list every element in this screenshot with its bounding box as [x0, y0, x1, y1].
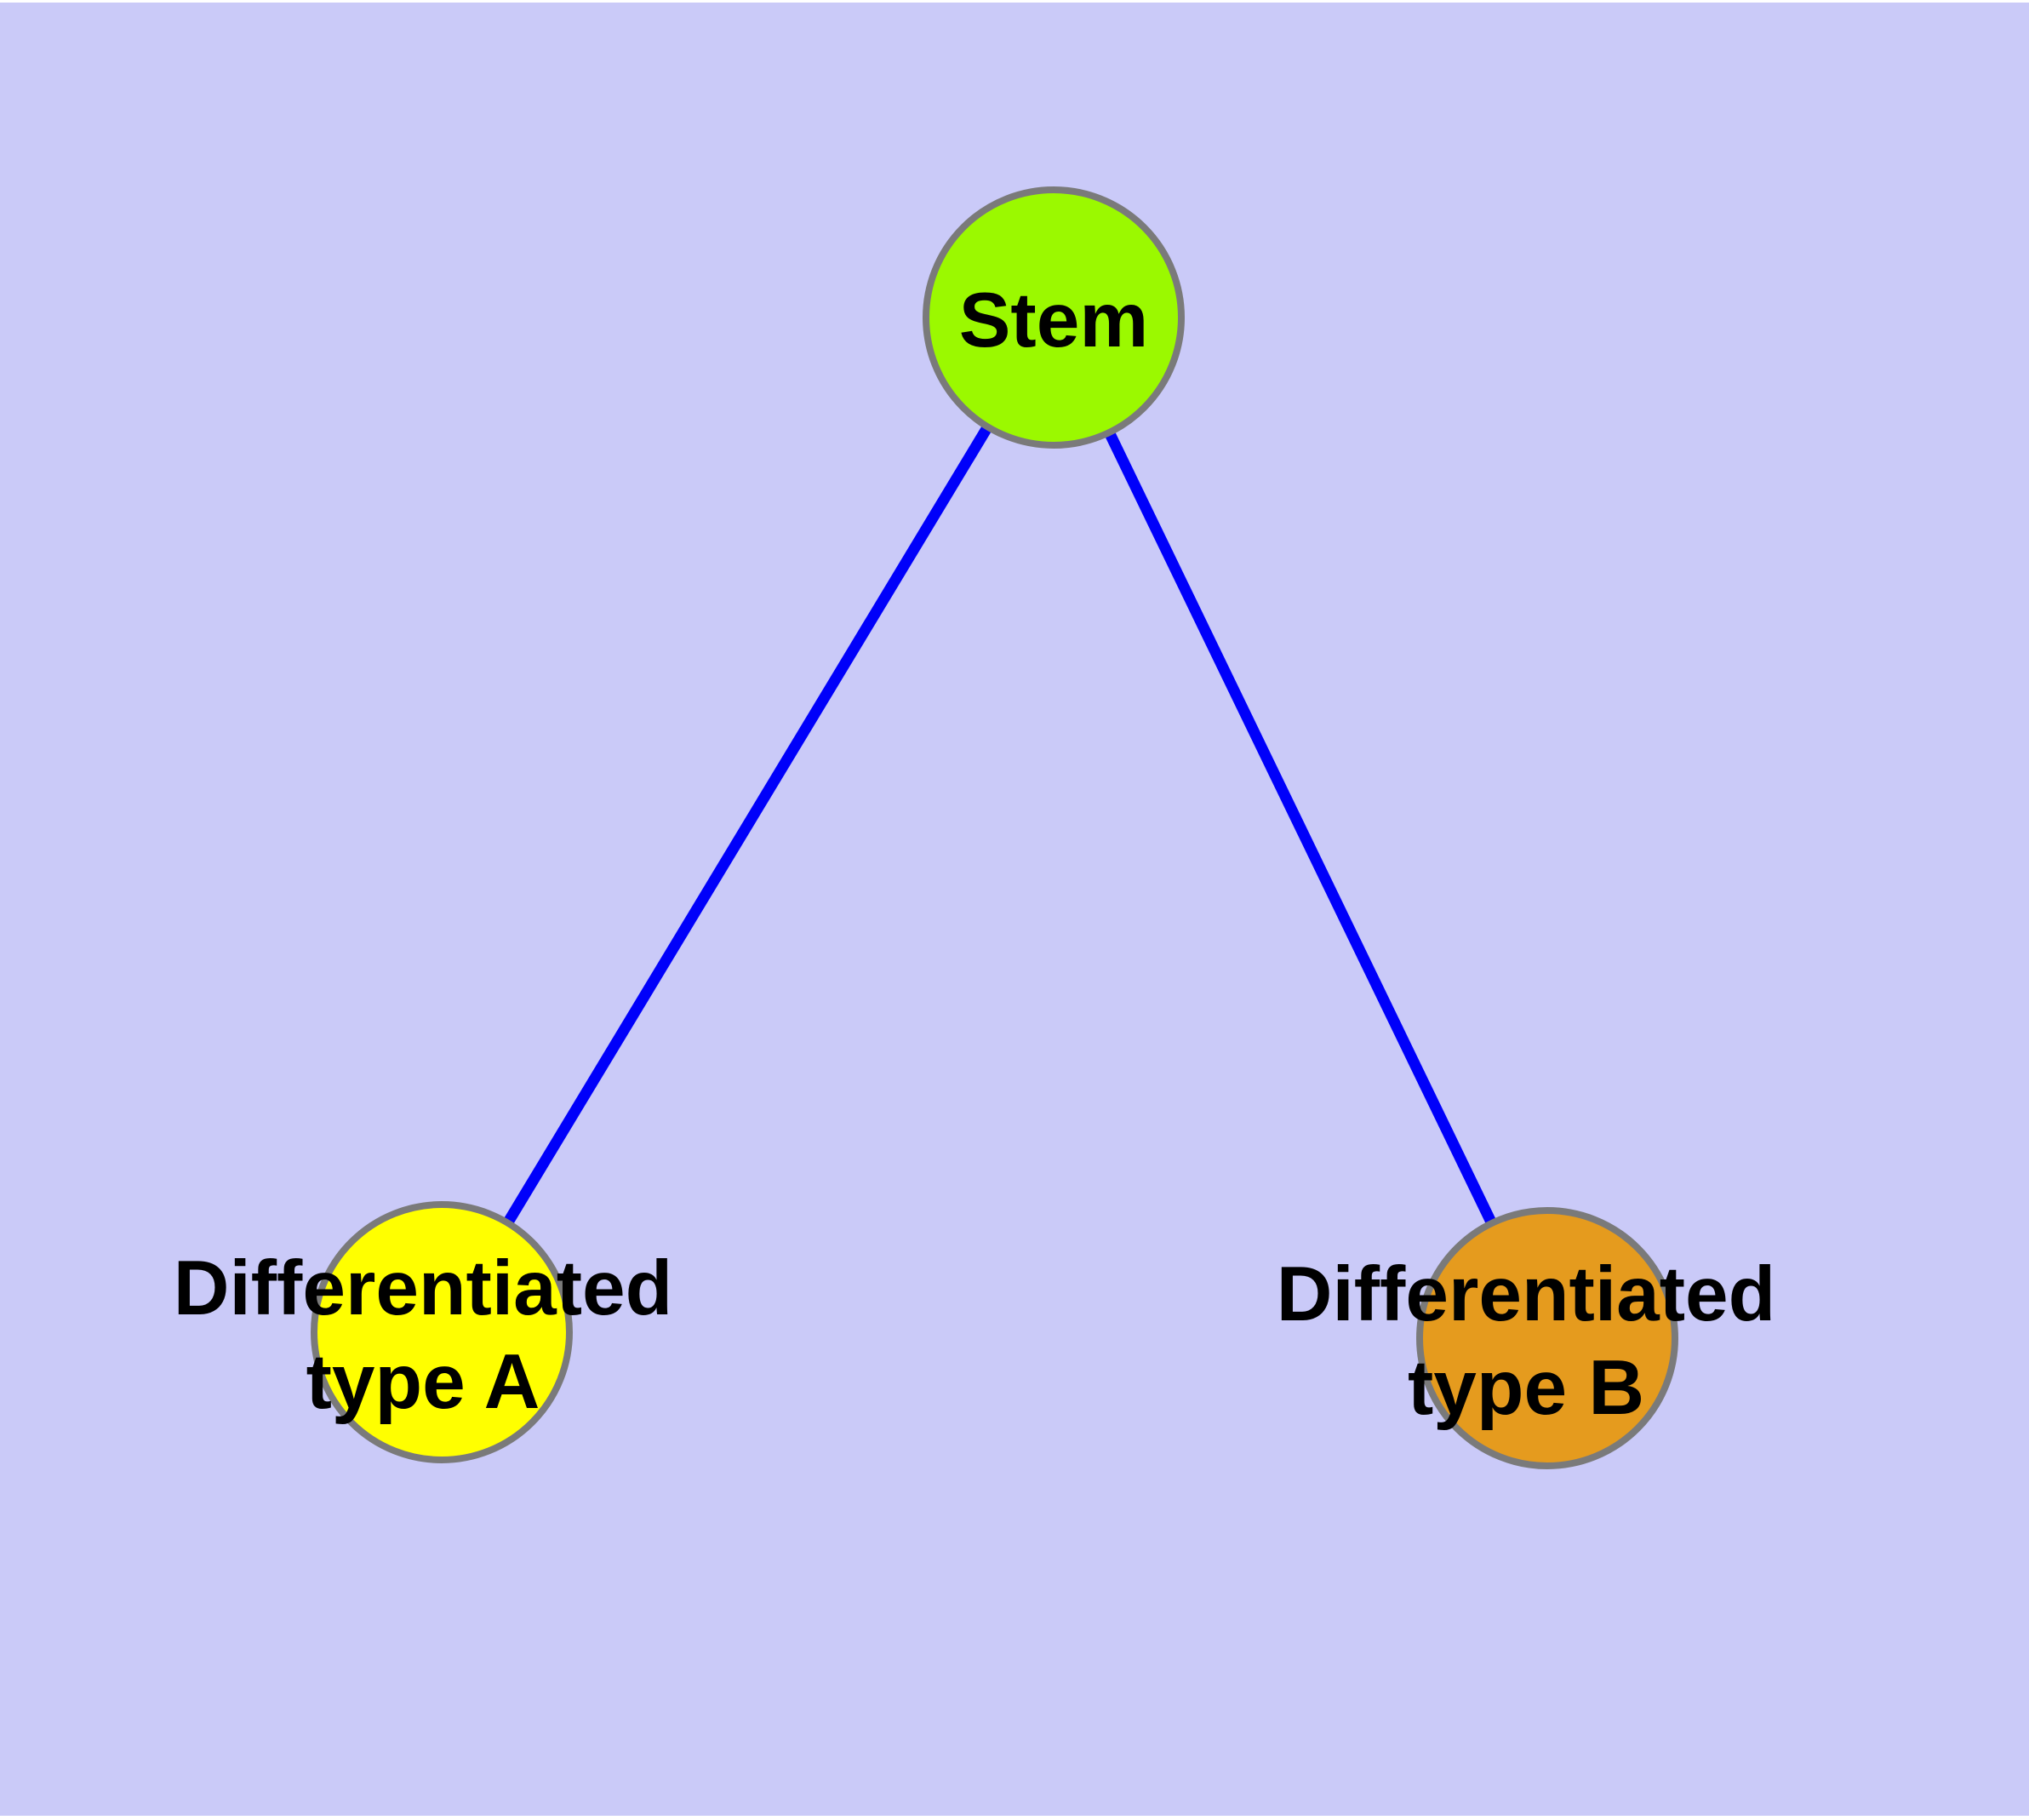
edge-stem-to-differentiated-type-b — [1049, 315, 1552, 1341]
edge-stem-to-differentiated-type-a — [437, 314, 1059, 1336]
node-differentiated-type-b-label-line1: Differentiated — [1277, 1251, 1776, 1337]
node-stem — [923, 186, 1185, 449]
node-layer — [311, 186, 1678, 1469]
node-differentiated-type-b — [1416, 1207, 1678, 1469]
node-stem-label-line1: Stem — [959, 278, 1149, 363]
node-differentiated-type-a — [311, 1201, 573, 1463]
node-differentiated-type-a-label-line1: Differentiated — [174, 1245, 673, 1331]
node-differentiated-type-b-label-line2: type B — [1408, 1345, 1644, 1431]
edge-layer — [437, 314, 1552, 1341]
node-differentiated-type-a-label-line2: type A — [306, 1339, 540, 1425]
